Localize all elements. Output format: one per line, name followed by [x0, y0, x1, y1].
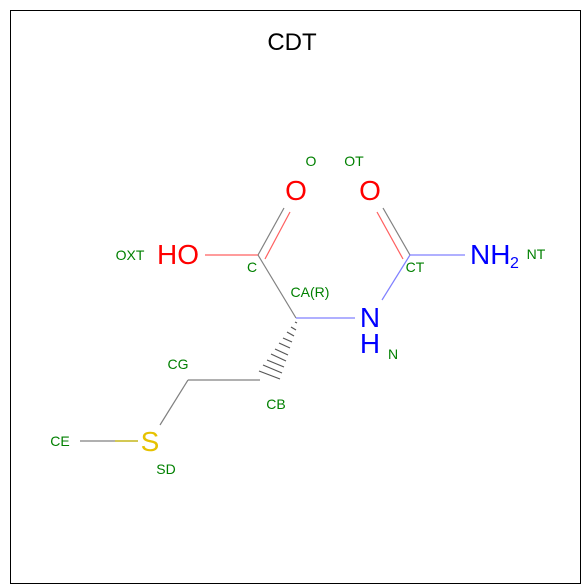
- label-sd: SD: [156, 461, 175, 477]
- atom-labels: O OT OXT C CT NT CA(R) N CG CB CE SD: [50, 153, 546, 477]
- label-o: O: [306, 153, 317, 169]
- bond-c-ca: [257, 254, 297, 319]
- bond-cg-sd: [159, 379, 189, 426]
- bond-c-o-2: [264, 211, 291, 260]
- bond-ct-ot-2: [376, 211, 404, 260]
- nitrogen-symbol: N: [360, 302, 380, 333]
- bonds: [80, 207, 465, 442]
- label-cg: CG: [168, 356, 189, 372]
- nitrogen-hydrogen-symbol: H: [360, 328, 380, 359]
- bond-n-ct: [381, 254, 411, 301]
- label-cb: CB: [266, 396, 285, 412]
- label-oxt: OXT: [116, 247, 145, 263]
- label-ot: OT: [344, 153, 364, 169]
- label-ct: CT: [406, 259, 425, 275]
- oxygen-symbol-right: O: [359, 175, 381, 206]
- label-n: N: [388, 346, 398, 362]
- diagram-frame: [10, 10, 581, 584]
- oxygen-symbol-left: O: [285, 175, 307, 206]
- diagram-title: CDT: [267, 29, 317, 56]
- amine-symbol: NH: [470, 239, 510, 270]
- amine-subscript: 2: [510, 255, 519, 272]
- element-symbols: O O HO N H NH 2 S: [141, 175, 519, 457]
- hydroxyl-symbol: HO: [157, 239, 199, 270]
- label-nt: NT: [527, 246, 546, 262]
- label-ce: CE: [50, 433, 69, 449]
- hashed-wedge-ca-cb: [258, 321, 298, 380]
- bond-ct-ot-1: [382, 207, 411, 256]
- bond-c-o-1: [257, 207, 285, 256]
- label-ca: CA(R): [291, 284, 330, 300]
- sulfur-symbol: S: [141, 426, 160, 457]
- label-c: C: [247, 259, 257, 275]
